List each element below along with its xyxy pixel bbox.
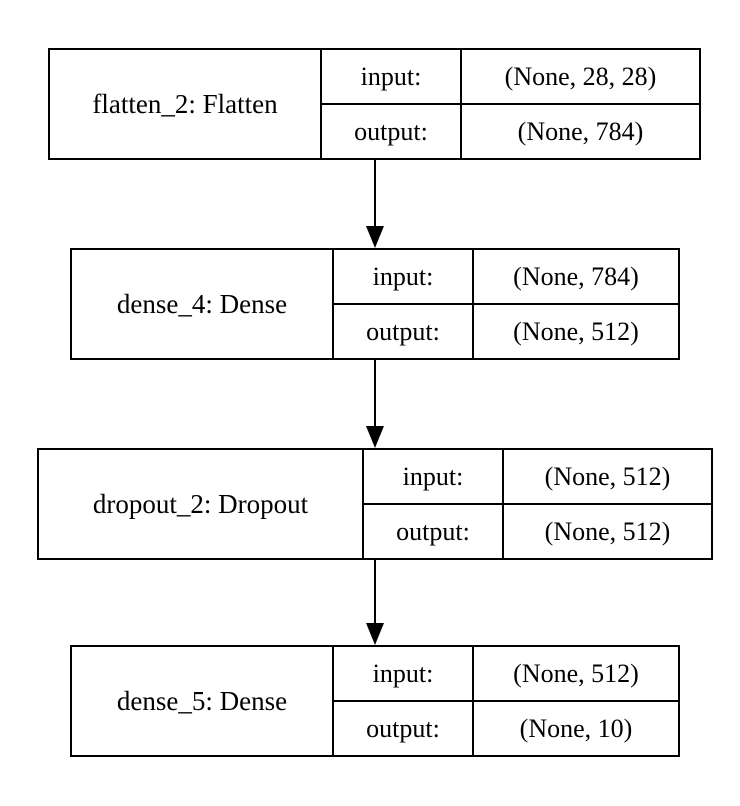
input-shape: (None, 512) xyxy=(504,450,711,505)
output-shape: (None, 512) xyxy=(513,316,639,346)
input-label: input: xyxy=(334,647,472,702)
input-label: input: xyxy=(364,450,502,505)
layer-node-dropout-2: dropout_2: Dropout input: output: (None,… xyxy=(37,448,713,560)
output-label: output: xyxy=(366,316,440,346)
layer-node-flatten-2: flatten_2: Flatten input: output: (None,… xyxy=(48,48,701,160)
layer-name: dense_5: Dense xyxy=(72,647,334,755)
layer-node-dense-5: dense_5: Dense input: output: (None, 512… xyxy=(70,645,680,757)
edge-arrow-dropout-to-dense-5 xyxy=(366,560,384,645)
output-shape: (None, 784) xyxy=(517,116,644,146)
input-label: input: xyxy=(334,250,472,305)
input-label: input: xyxy=(322,50,460,105)
output-label: output: xyxy=(396,516,470,546)
input-shape: (None, 784) xyxy=(474,250,678,305)
output-shape: (None, 512) xyxy=(544,516,671,546)
input-shape: (None, 512) xyxy=(474,647,678,702)
output-shape: (None, 10) xyxy=(519,713,633,743)
edge-arrow-dense-4-to-dropout xyxy=(366,360,384,448)
edge-arrow-flatten-to-dense-4 xyxy=(366,160,384,248)
layer-name: dense_4: Dense xyxy=(72,250,334,358)
input-shape: (None, 28, 28) xyxy=(462,50,699,105)
layer-name: dropout_2: Dropout xyxy=(39,450,364,558)
output-label: output: xyxy=(366,713,440,743)
layer-name: flatten_2: Flatten xyxy=(50,50,322,158)
output-label: output: xyxy=(354,116,428,146)
layer-node-dense-4: dense_4: Dense input: output: (None, 784… xyxy=(70,248,680,360)
